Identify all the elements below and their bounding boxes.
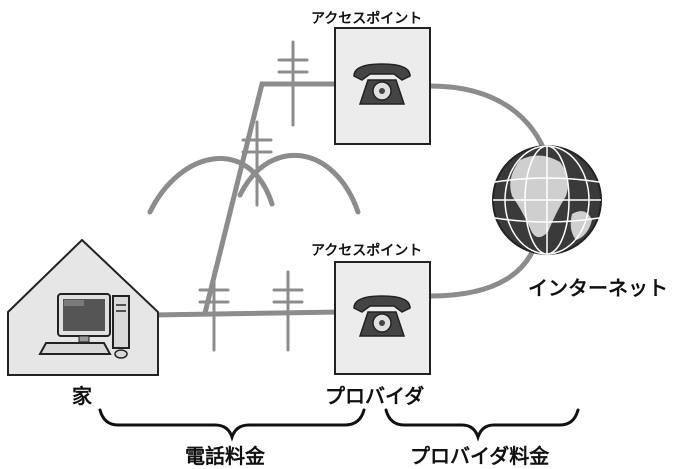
access-point-box-top — [334, 27, 431, 145]
home-label: 家 — [72, 384, 92, 408]
access-point-label-bottom: アクセスポイント — [311, 243, 423, 259]
internet-label: インターネット — [528, 276, 668, 300]
utility-pole-icon — [198, 270, 230, 352]
telephone-icon — [353, 295, 411, 337]
access-point-box-bottom — [334, 261, 431, 375]
globe-icon — [492, 145, 602, 255]
access-point-label-top: アクセスポイント — [311, 11, 423, 27]
bracket-provider-fee — [384, 408, 580, 442]
line-branch-to-top-access-point — [202, 81, 338, 316]
bracket-phone-fee — [98, 408, 366, 442]
utility-pole-icon — [277, 40, 309, 127]
line-house-to-bottom-access-point — [149, 309, 343, 318]
telephone-icon — [353, 63, 411, 105]
desktop-computer-icon — [38, 293, 130, 359]
radio-wave-arc-left — [147, 156, 275, 215]
radio-wave-arc-right — [237, 152, 361, 215]
brackets — [98, 408, 580, 442]
connection-lines — [147, 81, 551, 318]
provider-label: プロバイダ — [325, 384, 425, 408]
provider-fee-label: プロバイダ料金 — [410, 444, 550, 468]
utility-pole-icon — [272, 270, 304, 352]
utility-pole-icon — [241, 120, 273, 207]
phone-fee-label: 電話料金 — [185, 444, 265, 468]
house-icon — [7, 238, 159, 376]
